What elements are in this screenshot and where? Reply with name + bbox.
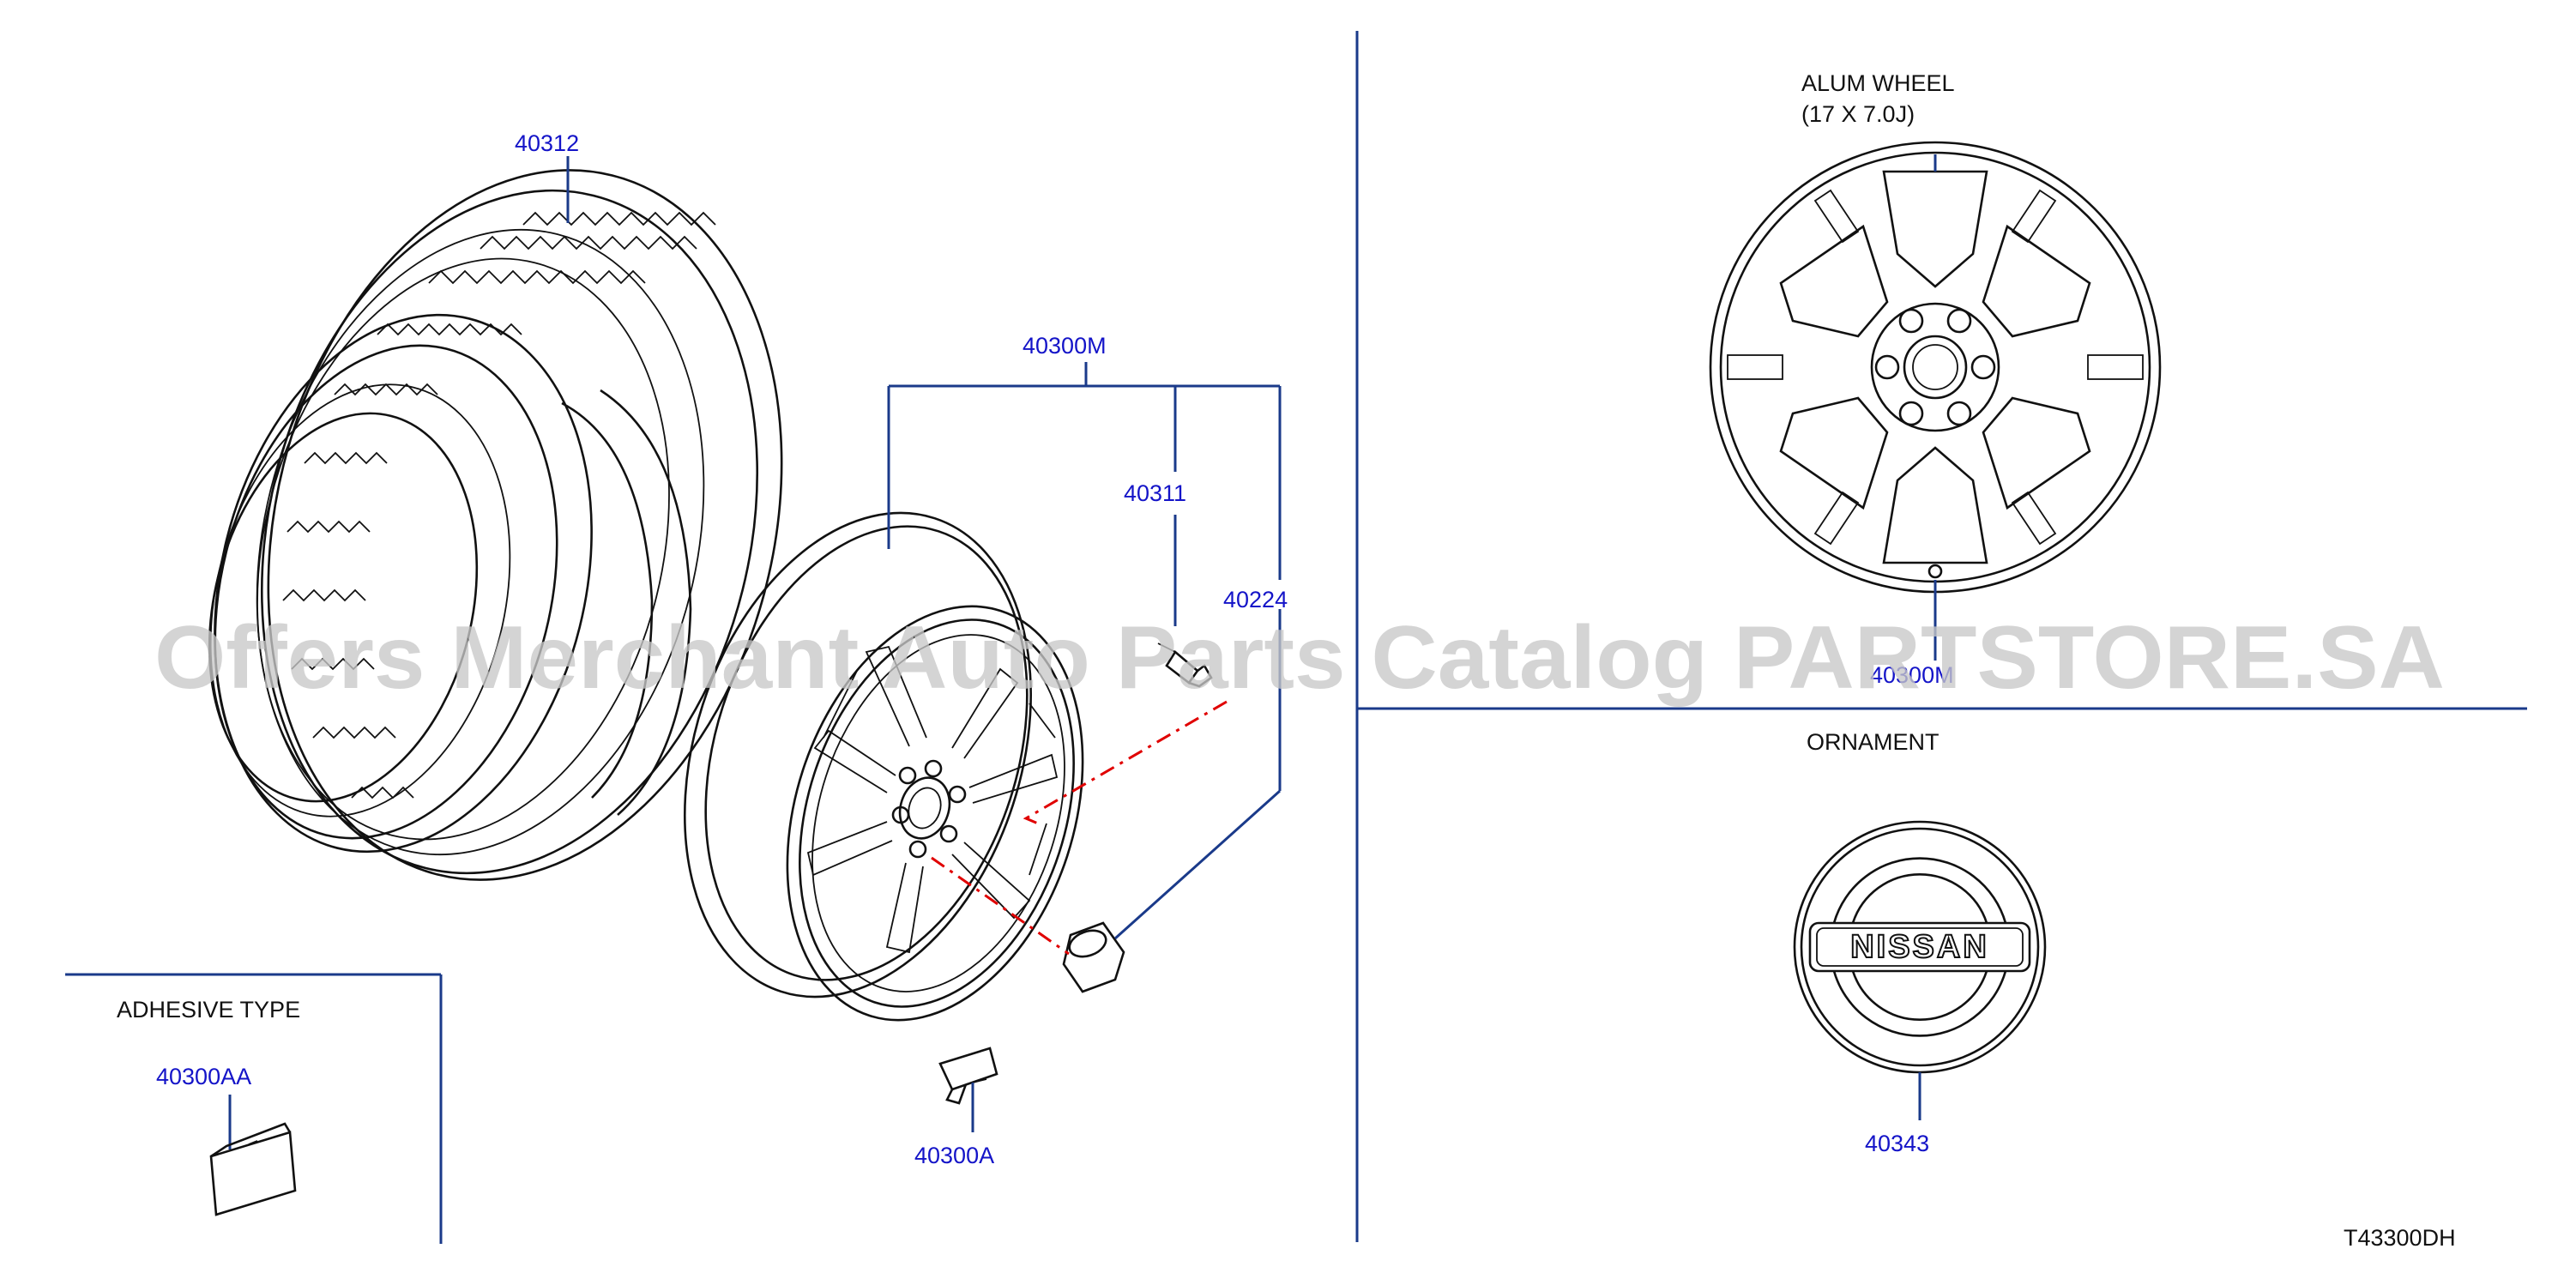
ornament-part-number[interactable]: 40343 <box>1865 1131 1929 1156</box>
alum-wheel-size: (17 X 7.0J) <box>1801 101 1915 127</box>
alum-wheel-title: ALUM WHEEL <box>1801 70 1955 96</box>
alum-wheel-part-number[interactable]: 40300M <box>1870 662 1954 688</box>
wheel-assembly-bracket <box>887 362 1282 580</box>
diagram-code: T43300DH <box>2344 1225 2456 1251</box>
ornament-drawing[interactable]: NISSAN <box>1793 820 2047 1074</box>
ornament-brand-text: NISSAN <box>1850 929 1989 965</box>
valve-part-number[interactable]: 40311 <box>1124 480 1186 506</box>
watermark-text: Offers Merchant Auto Parts Catalog PARTS… <box>154 608 2445 708</box>
wheel-assembly-part-number[interactable]: 40300M <box>1023 333 1107 359</box>
assembly-centerlines <box>931 700 1228 956</box>
weight-clip-part-number[interactable]: 40300A <box>914 1143 994 1168</box>
nut-part-number[interactable]: 40224 <box>1223 587 1288 612</box>
adhesive-type-title: ADHESIVE TYPE <box>117 997 300 1023</box>
tire-part-number[interactable]: 40312 <box>515 130 579 156</box>
alum-wheel-front-drawing[interactable] <box>1709 141 2162 594</box>
weight-clip-drawing[interactable] <box>938 1047 998 1105</box>
adhesive-weight-part-number[interactable]: 40300AA <box>156 1064 251 1089</box>
nut-drawing[interactable] <box>1062 921 1125 993</box>
wheel-drawing[interactable] <box>626 468 1133 1058</box>
valve-drawing[interactable] <box>1157 643 1213 688</box>
nut-leader-d <box>1113 789 1282 940</box>
adhesive-weight-drawing[interactable] <box>209 1122 297 1216</box>
ornament-title: ORNAMENT <box>1807 729 1940 755</box>
tire-drawing[interactable] <box>160 115 854 934</box>
section-dividers <box>65 31 2527 1244</box>
